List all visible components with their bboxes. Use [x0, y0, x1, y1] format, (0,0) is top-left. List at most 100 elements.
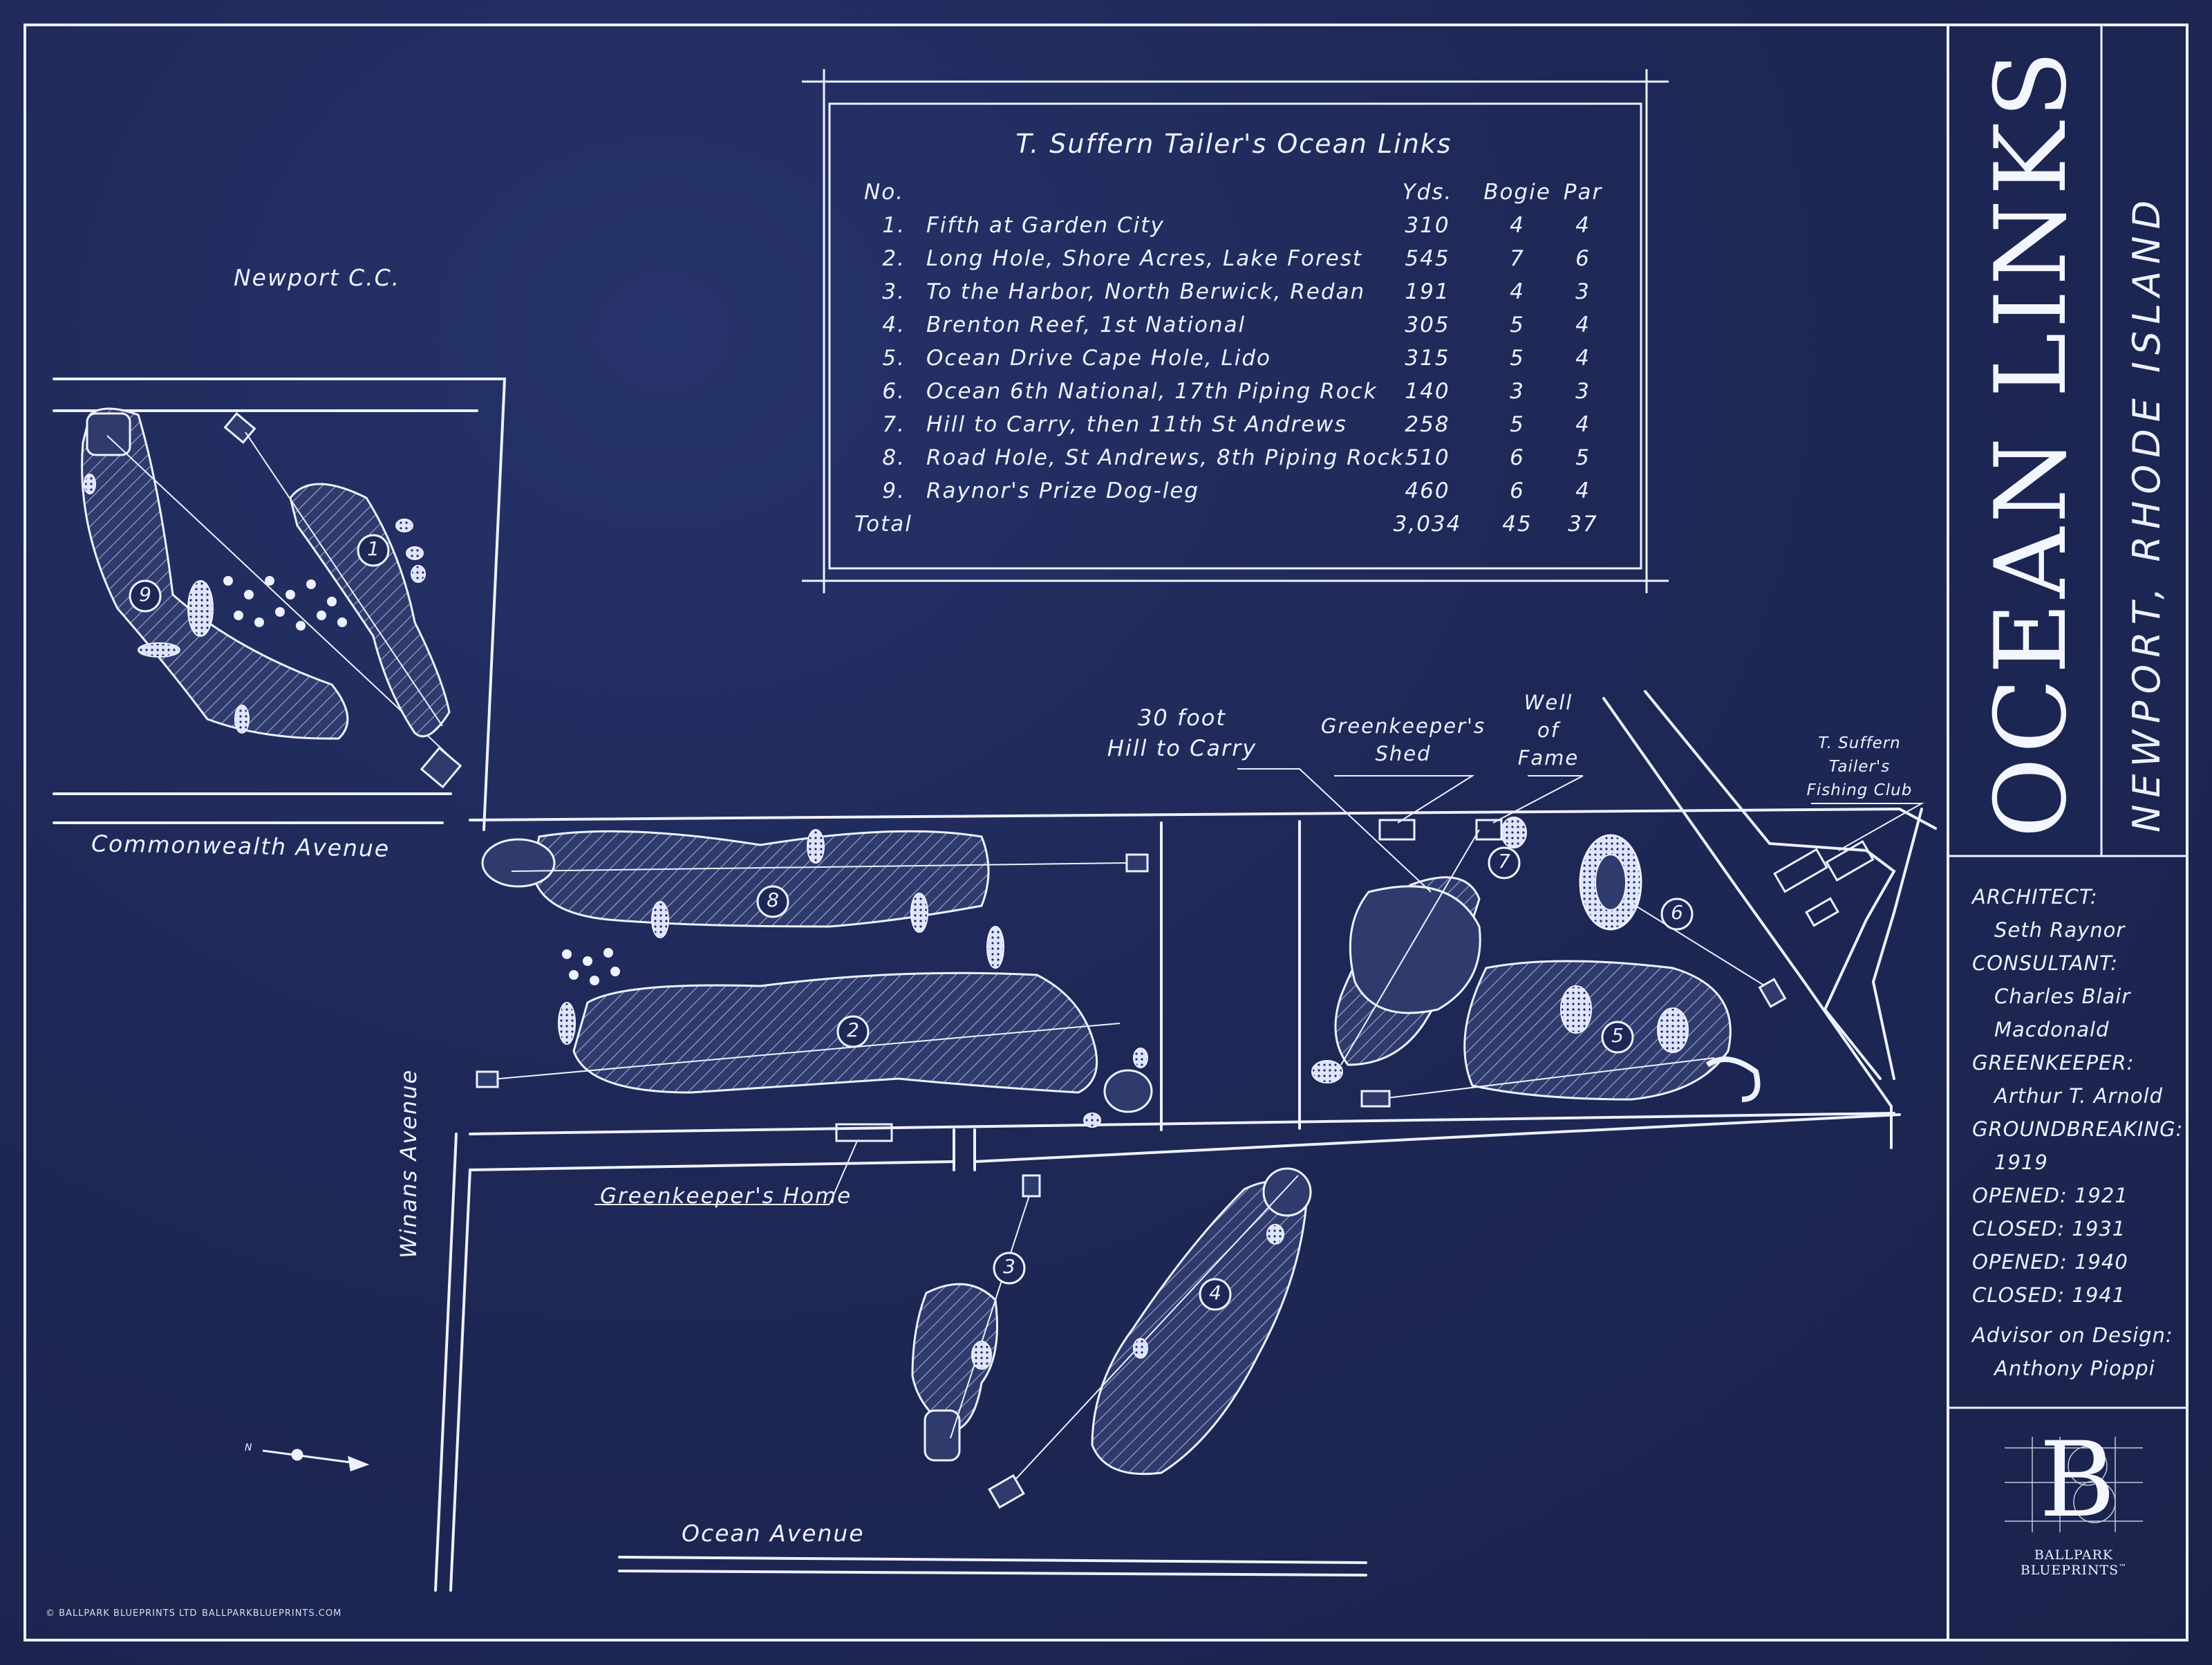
hole-number-1: 1 [367, 537, 379, 560]
row-no: 9. [882, 478, 906, 503]
brand-logo: B BALLPARK BLUEPRINTS™ [1991, 1429, 2157, 1583]
hill-to-carry-line-1: 30 foot [1138, 705, 1226, 731]
row-par: 5 [1575, 445, 1591, 470]
bridge [953, 1128, 976, 1171]
row-bogie: 5 [1510, 313, 1525, 337]
gk-shed-line-2: Shed [1375, 742, 1432, 765]
header-bogie: Bogie [1483, 180, 1551, 205]
course-north-edge [469, 807, 1937, 830]
total-yds: 3,034 [1393, 512, 1462, 537]
row-name: Ocean 6th National, 17th Piping Rock [926, 379, 1378, 404]
row-par: 3 [1575, 279, 1591, 304]
header-par: Par [1563, 180, 1603, 205]
greenkeepers-shed-building [1378, 819, 1416, 841]
row-yds: 140 [1405, 379, 1450, 404]
newport-cc-label: Newport C.C. [234, 264, 401, 291]
well-line-1: Well [1524, 691, 1573, 714]
row-par: 3 [1575, 379, 1591, 404]
hole-number-2: 2 [847, 1018, 859, 1041]
leaders [594, 768, 1924, 1205]
hole-number-7: 7 [1498, 850, 1510, 873]
row-par: 4 [1575, 213, 1591, 238]
poster-title: OCEAN LINKS [1974, 46, 2088, 838]
row-par: 6 [1575, 246, 1591, 271]
info-architect-value: Seth Raynor [1994, 918, 2126, 942]
row-name: To the Harbor, North Berwick, Redan [926, 279, 1366, 304]
greenkeepers-home-building [835, 1123, 893, 1142]
info-consultant-value-2: Macdonald [1994, 1018, 2110, 1041]
hill-to-carry-label: 30 foot Hill to Carry [1099, 703, 1265, 763]
scorecard-row: 8. Road Hole, St Andrews, 8th Piping Rock… [830, 445, 1638, 478]
row-no: 3. [882, 279, 906, 304]
winans-west [434, 1133, 458, 1592]
buildings [835, 819, 1875, 1142]
fishing-club-line-3: Fishing Club [1806, 781, 1913, 799]
info-closed-1: CLOSED: 1931 [1972, 1217, 2126, 1240]
hole-5 [1360, 960, 1761, 1108]
row-par: 4 [1575, 313, 1591, 337]
row-bogie: 4 [1510, 213, 1525, 238]
scorecard-row: 6. Ocean 6th National, 17th Piping Rock 14… [830, 379, 1638, 412]
hill-to-carry-line-2: Hill to Carry [1107, 735, 1257, 761]
hole-1 [223, 412, 462, 789]
hole-7 [1311, 817, 1527, 1083]
info-opened-1: OPENED: 1921 [1972, 1184, 2128, 1207]
fishing-club-line-1: T. Suffern [1818, 734, 1901, 752]
row-yds: 315 [1405, 346, 1450, 371]
row-bogie: 4 [1510, 279, 1525, 304]
scorecard-frame [802, 69, 1669, 593]
compass-north-label: N [245, 1442, 252, 1453]
total-bogie: 45 [1502, 512, 1533, 537]
well-line-2: of [1537, 718, 1559, 742]
fishing-club-line-2: Tailer's [1828, 758, 1891, 776]
info-advisor-value: Anthony Pioppi [1994, 1357, 2155, 1380]
row-name: Road Hole, St Andrews, 8th Piping Rock [926, 445, 1405, 470]
row-bogie: 5 [1510, 346, 1525, 371]
row-par: 4 [1575, 478, 1591, 503]
winans-avenue-label: Winans Avenue [395, 1068, 422, 1258]
row-name: Fifth at Garden City [926, 213, 1165, 238]
course-south-edge [469, 1112, 1895, 1135]
row-no: 6. [882, 379, 906, 404]
info-closed-2: CLOSED: 1941 [1972, 1283, 2126, 1307]
hole-number-8: 8 [767, 889, 779, 911]
row-yds: 545 [1405, 246, 1450, 271]
footer-website[interactable]: BALLPARKBLUEPRINTS.COM [202, 1608, 342, 1619]
well-of-fame-building [1475, 819, 1503, 841]
row-name: Ocean Drive Cape Hole, Lido [926, 346, 1271, 371]
scorecard-title: T. Suffern Tailer's Ocean Links [1015, 129, 1452, 159]
info-greenkeeper-value: Arthur T. Arnold [1994, 1084, 2164, 1108]
logo-wordmark: BALLPARK BLUEPRINTS™ [1991, 1547, 2157, 1578]
logo-text: BALLPARK BLUEPRINTS [2020, 1547, 2119, 1578]
info-advisor-label: Advisor on Design: [1972, 1323, 2173, 1347]
row-yds: 460 [1405, 478, 1450, 503]
hole-number-4: 4 [1209, 1281, 1221, 1304]
info-greenkeeper-label: GREENKEEPER: [1972, 1051, 2135, 1075]
fishing-club-building-3 [1805, 897, 1839, 927]
row-no: 8. [882, 445, 906, 470]
row-name: Hill to Carry, then 11th St Andrews [926, 412, 1347, 437]
well-line-3: Fame [1517, 746, 1580, 770]
row-bogie: 6 [1510, 478, 1525, 503]
hole-number-5: 5 [1611, 1024, 1624, 1047]
fishing-club-building-1 [1773, 848, 1828, 893]
hole-number-9: 9 [139, 583, 151, 606]
total-label: Total [854, 512, 912, 537]
row-yds: 305 [1405, 313, 1450, 337]
commonwealth-avenue-label: Commonwealth Avenue [91, 830, 391, 862]
row-bogie: 7 [1510, 246, 1525, 271]
row-no: 4. [882, 313, 906, 337]
scorecard-header: No. Yds. Bogie Par [830, 180, 1638, 213]
info-opened-2: OPENED: 1940 [1972, 1250, 2128, 1274]
row-yds: 191 [1405, 279, 1450, 304]
hole-number-3: 3 [1003, 1255, 1015, 1278]
coastline [1871, 808, 1923, 1080]
middle-road-north-2 [973, 1113, 1901, 1163]
row-name: Brenton Reef, 1st National [926, 313, 1246, 337]
row-name: Long Hole, Shore Acres, Lake Forest [926, 246, 1363, 271]
winans-east [449, 1169, 471, 1592]
